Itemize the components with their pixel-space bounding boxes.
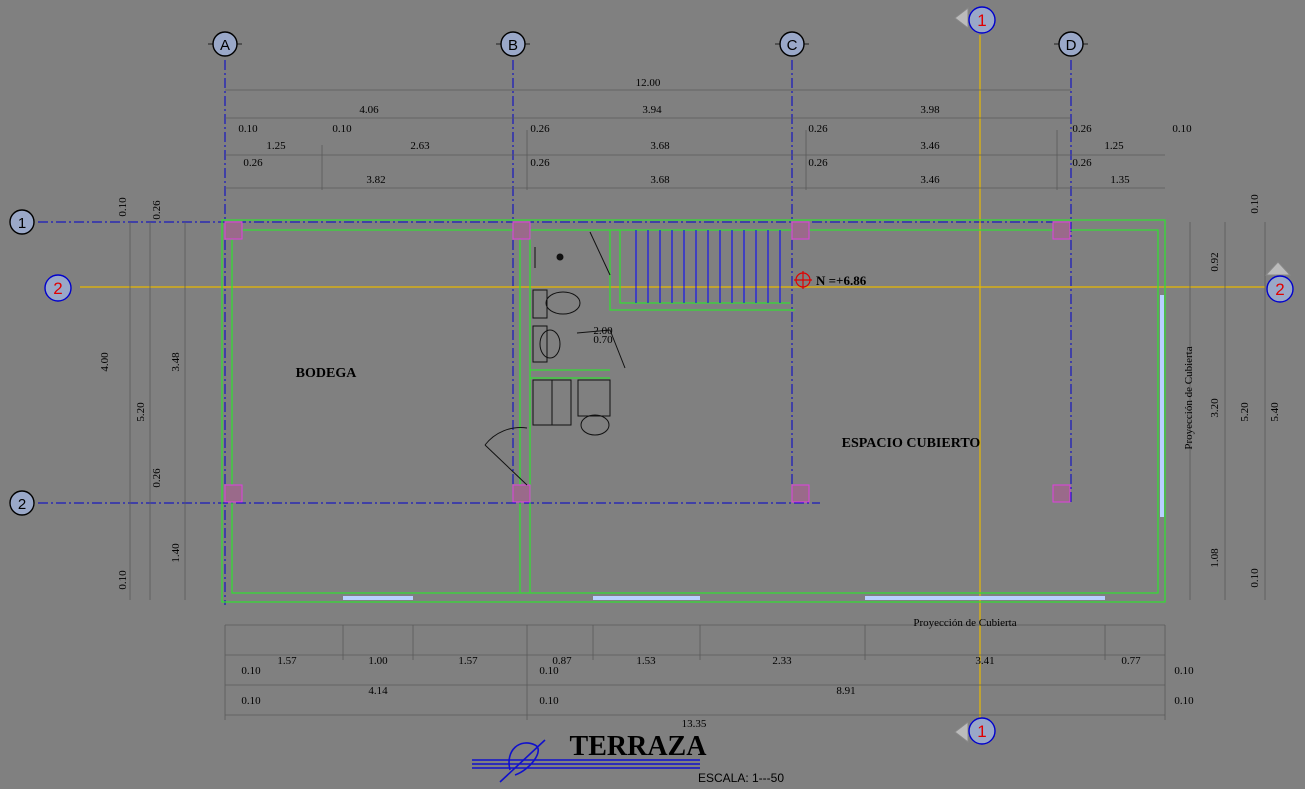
section-label-bottom: 1 [977, 722, 986, 741]
dim-right-f: 1.08 [1209, 548, 1221, 568]
level-mark-icon [794, 271, 812, 289]
roof-projection-right: Proyección de Cubierta [1183, 346, 1195, 449]
columns [224, 221, 1071, 503]
dim-top-r5-0: 0.26 [243, 157, 263, 169]
dim-top-r3-2: 0.26 [530, 123, 550, 135]
axis-label-C: C [787, 37, 798, 54]
axis-label-A: A [220, 37, 230, 54]
dim-top-r5-2: 0.26 [808, 157, 828, 169]
dim-bottom-r1-5: 2.33 [772, 655, 792, 667]
dim-left-d: 5.20 [135, 402, 147, 422]
dim-left-h: 0.10 [117, 570, 129, 590]
dim-bottom-r1-6: 3.41 [975, 655, 994, 667]
dim-left-a: 0.10 [117, 197, 129, 217]
dim-top-d3: 3.98 [920, 104, 940, 116]
dim-top-r6-2: 3.46 [920, 174, 940, 186]
dim-top-d1: 4.06 [359, 104, 379, 116]
dim-right-c: 3.20 [1209, 398, 1221, 418]
stair [635, 230, 781, 303]
dim-bottom-total: 13.35 [682, 718, 707, 730]
axis-label-1: 1 [18, 215, 26, 232]
section-marker-top [954, 6, 996, 34]
room-label-espacio-cubierto: ESPACIO CUBIERTO [842, 436, 981, 451]
axis-bubble-D [1054, 31, 1088, 57]
dim-right-d: 5.20 [1239, 402, 1251, 422]
dim-top-r3-5: 0.10 [1172, 123, 1192, 135]
level-label: N =+6.86 [816, 273, 867, 288]
axis-bubble-B [496, 31, 530, 57]
fixture-dim-b: 0.70 [593, 334, 613, 346]
dim-bottom-r1-2: 1.57 [458, 655, 478, 667]
fixtures [484, 231, 626, 486]
section-label-top: 1 [977, 11, 986, 30]
dim-left-c: 4.00 [99, 352, 111, 372]
axis-label-D: D [1066, 37, 1077, 54]
section-marker-bottom [954, 717, 996, 745]
dim-top-r6-1: 3.68 [650, 174, 670, 186]
dim-bottom-r2-2: 0.10 [1174, 665, 1194, 677]
dim-top-r4-4: 1.25 [1104, 140, 1124, 152]
dim-top-r4-2: 3.68 [650, 140, 670, 152]
dim-right-e: 5.40 [1269, 402, 1281, 422]
dim-bottom-r2-0: 0.10 [241, 665, 261, 677]
title-logo-icon [472, 739, 700, 783]
dim-right-b: 0.92 [1209, 252, 1221, 271]
dim-left-e: 3.48 [170, 352, 182, 372]
dim-bottom-r4-2: 0.10 [1174, 695, 1194, 707]
dim-bottom-r2-1: 0.10 [539, 665, 559, 677]
axis-bubble-1 [9, 209, 35, 235]
dim-left-f: 0.26 [151, 468, 163, 488]
axis-label-B: B [508, 37, 518, 54]
axis-bubble-C [775, 31, 809, 57]
dim-top-r3-0: 0.10 [238, 123, 258, 135]
dim-top-r3-1: 0.10 [332, 123, 352, 135]
dim-top-r4-0: 1.25 [266, 140, 286, 152]
dim-top-r3-3: 0.26 [808, 123, 828, 135]
fixture-dim-a: 2.00 [593, 325, 613, 337]
axis-bubble-A [208, 31, 242, 57]
dim-top-r4-3: 3.46 [920, 140, 940, 152]
walls [221, 219, 1166, 603]
dimension-lines [129, 89, 1266, 720]
grid-lines [38, 60, 1072, 605]
dim-top-r3-4: 0.26 [1072, 123, 1092, 135]
dim-top-r5-1: 0.26 [530, 157, 550, 169]
dim-bottom-r1-1: 1.00 [368, 655, 388, 667]
dim-bottom-r1-7: 0.77 [1121, 655, 1141, 667]
section-label-right: 2 [1275, 280, 1284, 299]
axis-label-2: 2 [18, 496, 26, 513]
dim-bottom-r4-1: 0.10 [539, 695, 559, 707]
axis-bubble-2 [9, 490, 35, 516]
dim-top-r6-0: 3.82 [366, 174, 385, 186]
section-marker-left [44, 274, 72, 302]
drawing-scale: ESCALA: 1---50 [698, 771, 784, 785]
dim-bottom-r1-4: 1.53 [636, 655, 656, 667]
section-label-left: 2 [53, 279, 62, 298]
dim-top-d2: 3.94 [642, 104, 662, 116]
drawing-title: TERRAZA [570, 731, 708, 762]
dim-left-g: 1.40 [170, 543, 182, 563]
dim-top-r5-3: 0.26 [1072, 157, 1092, 169]
dim-bottom-r4-0: 0.10 [241, 695, 261, 707]
windows [343, 295, 1164, 600]
dim-bottom-r1-3: 0.87 [552, 655, 572, 667]
dim-bottom-r3-0: 4.14 [368, 685, 388, 697]
dim-top-r4-1: 2.63 [410, 140, 430, 152]
dim-bottom-r3-1: 8.91 [836, 685, 855, 697]
room-label-bodega: BODEGA [296, 366, 358, 381]
dim-right-g: 0.10 [1249, 568, 1261, 588]
section-lines [80, 35, 1265, 718]
section-marker-right [1264, 261, 1294, 303]
roof-projection-bottom: Proyección de Cubierta [913, 617, 1016, 629]
dim-top-total: 12.00 [636, 77, 661, 89]
dim-top-r6-3: 1.35 [1110, 174, 1130, 186]
dim-right-a: 0.10 [1249, 194, 1261, 214]
dim-bottom-r1-0: 1.57 [277, 655, 297, 667]
dim-left-b: 0.26 [151, 200, 163, 220]
